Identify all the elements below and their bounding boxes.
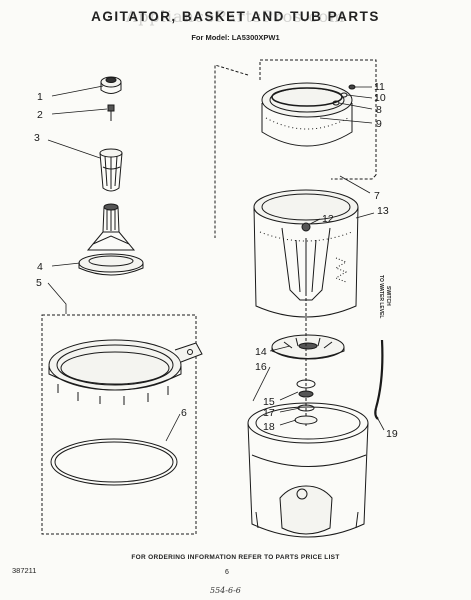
callout-13: 13 — [377, 205, 389, 217]
ordering-note: FOR ORDERING INFORMATION REFER TO PARTS … — [131, 554, 340, 561]
callout-10: 10 — [374, 92, 386, 104]
callout-1: 1 — [37, 91, 43, 103]
callout-5: 5 — [36, 277, 42, 289]
document-number: 387211 — [12, 566, 37, 575]
leader-lines — [47, 85, 385, 442]
basket-drive-plate — [271, 334, 345, 360]
basket-drive-nut — [301, 222, 311, 232]
callout-6: 6 — [181, 407, 187, 419]
watermark: AppliancePartsPros.com — [125, 7, 346, 26]
wash-basket — [253, 189, 359, 318]
callout-9: 9 — [376, 118, 382, 130]
callout-12: 12 — [322, 213, 334, 225]
callout-15: 15 — [263, 396, 275, 408]
water-level-hose — [374, 339, 384, 420]
callout-17: 17 — [263, 407, 275, 419]
callout-16: 16 — [255, 361, 267, 373]
callout-14: 14 — [255, 346, 267, 358]
callout-18: 18 — [263, 421, 275, 433]
agitator-base — [78, 203, 144, 276]
tub-seal — [50, 438, 178, 486]
handwritten-note: 554-6-6 — [210, 586, 241, 595]
hose-label: TO WATER LEVEL SWITCH — [378, 275, 391, 318]
callout-11: 11 — [374, 81, 385, 93]
callout-7: 7 — [374, 190, 380, 202]
agitator-fastener — [107, 104, 115, 121]
page-number: 6 — [225, 569, 229, 576]
page-title: AGITATOR, BASKET AND TUB PARTS — [91, 9, 380, 24]
callout-3: 3 — [34, 132, 40, 144]
model-line: For Model: LA5300XPW1 — [191, 33, 280, 42]
svg-text:SWITCH: SWITCH — [385, 286, 391, 306]
agitator-barrel — [99, 148, 123, 192]
agitator-cap — [100, 76, 122, 94]
tub-ring — [48, 339, 203, 405]
balance-ring — [261, 82, 353, 147]
svg-text:TO WATER LEVEL: TO WATER LEVEL — [378, 275, 384, 318]
callout-2: 2 — [37, 109, 43, 121]
callout-19: 19 — [386, 428, 398, 440]
hub-hardware — [294, 379, 318, 425]
callout-8: 8 — [376, 104, 382, 116]
callout-4: 4 — [37, 261, 43, 273]
outer-tub — [247, 402, 369, 538]
enclosure-5-6 — [41, 314, 197, 535]
